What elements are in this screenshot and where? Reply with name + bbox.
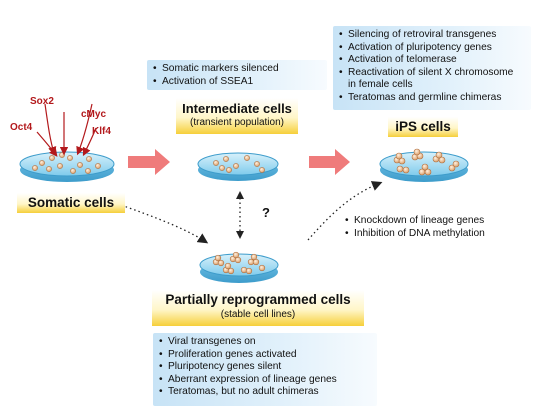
somatic-dish (19, 151, 115, 182)
somatic-label: Somatic cells (17, 193, 125, 213)
ips-note: Reactivation of silent X chromosome (339, 67, 531, 80)
factor-sox2: Sox2 (30, 96, 54, 107)
factor-oct4: Oct4 (10, 122, 33, 133)
partial-note: Teratomas, but no adult chimeras (159, 386, 377, 399)
transition-notes: Knockdown of lineage genes Inhibition of… (345, 215, 485, 240)
ips-dish (379, 148, 469, 182)
ips-note: Teratomas and germline chimeras (339, 92, 531, 105)
ips-label: iPS cells (388, 117, 458, 137)
dotted-arrow-partial-to-ips (307, 181, 383, 241)
intermediate-dish (197, 152, 279, 181)
partial-note: Pluripotency genes silent (159, 361, 377, 374)
partial-note: Viral transgenes on (159, 336, 377, 349)
ips-note: Activation of telomerase (339, 54, 531, 67)
question-mark: ? (262, 205, 270, 220)
intermediate-note: Somatic markers silenced (153, 63, 327, 76)
factor-cmyc: cMyc (81, 109, 107, 120)
ips-note: Activation of pluripotency genes (339, 42, 531, 55)
intermediate-notes-box: Somatic markers silenced Activation of S… (147, 60, 327, 90)
partial-note: Aberrant expression of lineage genes (159, 374, 377, 387)
dotted-double-arrow (236, 191, 244, 239)
factor-arrows (36, 103, 97, 157)
ips-notes-box: Silencing of retroviral transgenes Activ… (333, 26, 531, 110)
partial-dish (199, 251, 279, 283)
ips-note: Silencing of retroviral transgenes (339, 29, 531, 42)
intermediate-label: Intermediate cells (transient population… (176, 98, 298, 134)
ips-note-continued: in female cells (348, 79, 413, 91)
partial-note: Proliferation genes activated (159, 349, 377, 362)
partial-label: Partially reprogrammed cells (stable cel… (152, 290, 364, 326)
arrow-somatic-to-intermediate (128, 149, 170, 175)
arrow-intermediate-to-ips (309, 149, 350, 175)
intermediate-note: Activation of SSEA1 (153, 76, 327, 89)
transition-note: Inhibition of DNA methylation (345, 228, 485, 241)
transition-note: Knockdown of lineage genes (345, 215, 485, 228)
partial-notes-box: Viral transgenes on Proliferation genes … (153, 333, 377, 406)
factor-klf4: Klf4 (92, 126, 111, 137)
